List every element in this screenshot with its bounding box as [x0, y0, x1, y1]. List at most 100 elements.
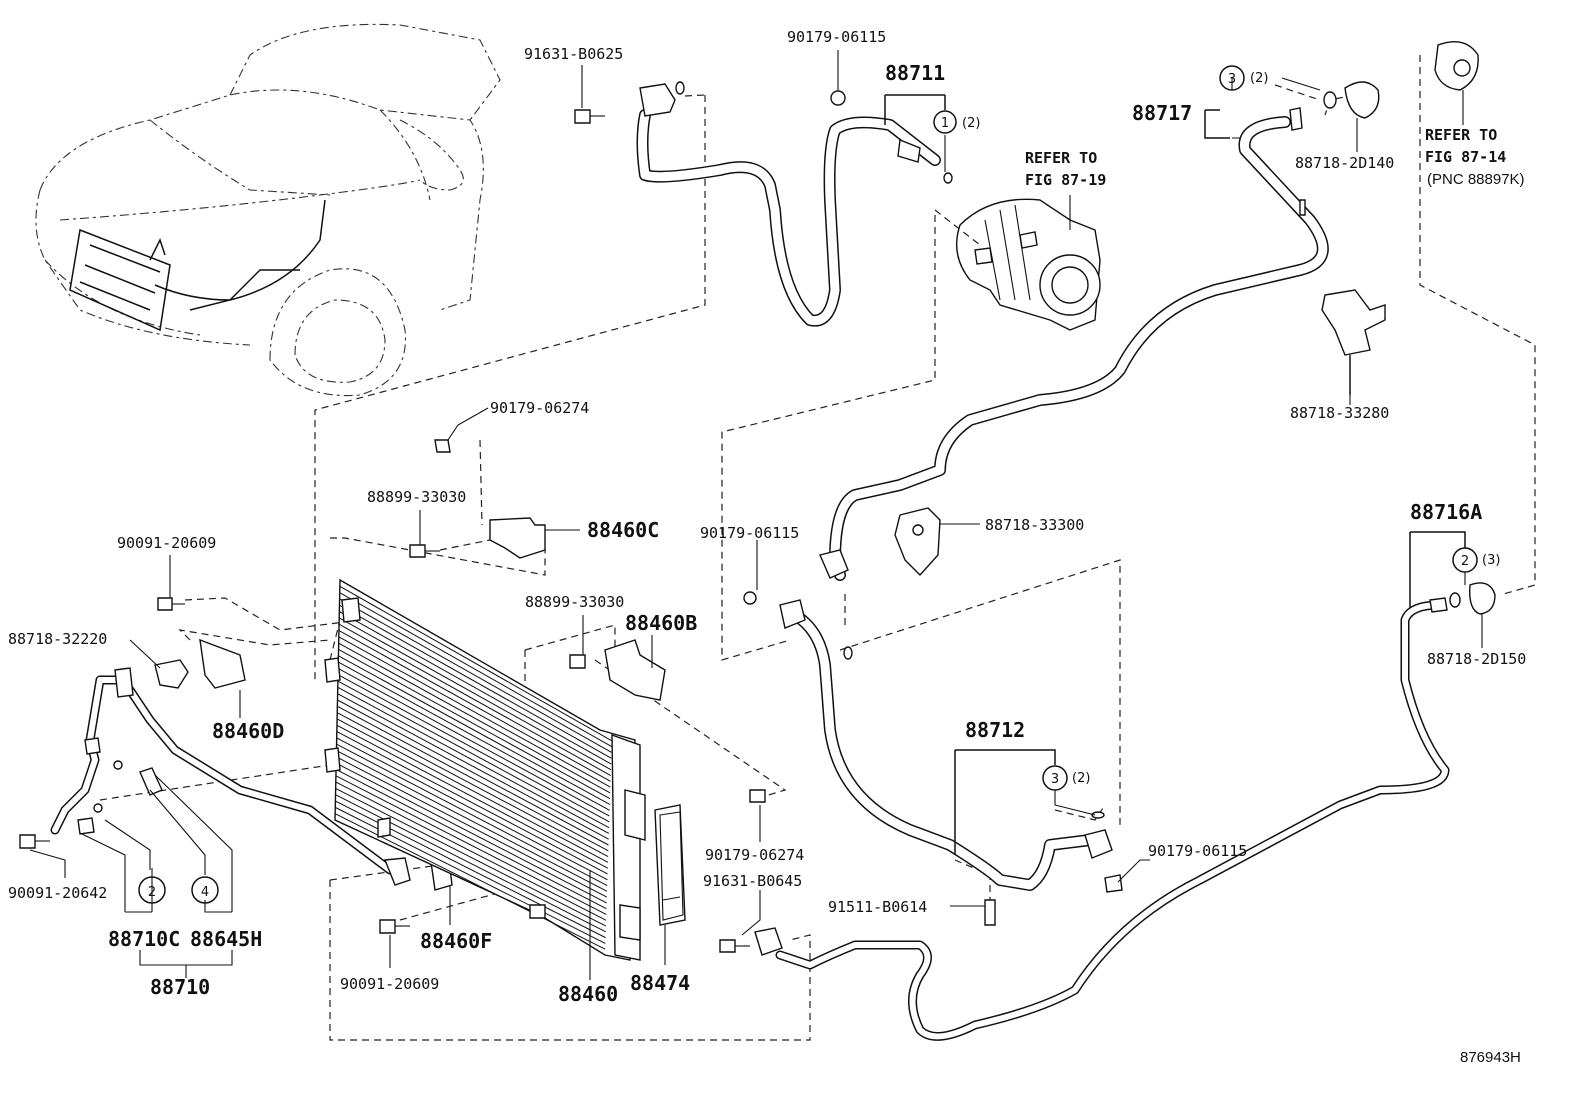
compressor-illustration [934, 198, 1101, 331]
callout-3b: 3 (2) [1042, 765, 1090, 791]
part-label-90091-20609-b: 90091-20609 [340, 975, 439, 993]
callout-3b-qty: (2) [1072, 771, 1090, 786]
part-label-88460: 88460 [558, 982, 618, 1006]
condenser-fin-line [336, 724, 608, 869]
part-labels: 91631-B0625 90179-06115 88711 88717 8871… [8, 28, 1526, 1006]
condenser-fin-line [337, 712, 609, 858]
part-label-88717: 88717 [1132, 101, 1192, 125]
receiver-reference-note: REFER TO FIG 87-14 (PNC 88897K) [1425, 126, 1525, 188]
compressor-ref-line2: FIG 87-19 [1025, 171, 1106, 189]
part-label-88474: 88474 [630, 971, 690, 995]
part-label-88899-33030-b: 88899-33030 [525, 593, 624, 611]
part-label-91511-B0614: 91511-B0614 [828, 898, 927, 916]
part-label-88718-2D140: 88718-2D140 [1295, 154, 1394, 172]
part-label-88718-33300: 88718-33300 [985, 516, 1084, 534]
condenser-fin-line [338, 649, 611, 800]
condenser-fin-line [337, 693, 609, 840]
part-label-88711: 88711 [885, 61, 945, 85]
part-label-91631-B0645: 91631-B0645 [703, 872, 802, 890]
compressor-reference-note: REFER TO FIG 87-19 [1025, 149, 1106, 189]
condenser-fin-line [335, 787, 607, 927]
receiver-ref-line3: (PNC 88897K) [1427, 171, 1525, 188]
part-label-90179-06115-low: 90179-06115 [1148, 842, 1247, 860]
callout-1-number: 1 [941, 116, 949, 131]
compressor-ref-line1: REFER TO [1025, 149, 1097, 167]
condenser-fin-line [335, 775, 607, 915]
condenser-fin-line [338, 617, 612, 771]
condenser-fin-line [338, 661, 610, 811]
part-label-88712: 88712 [965, 718, 1025, 742]
part-label-88718-2D150: 88718-2D150 [1427, 650, 1526, 668]
receiver-ref-line1: REFER TO [1425, 126, 1497, 144]
figure-number: 876943H [1460, 1049, 1521, 1066]
callout-4: 4 [191, 876, 219, 904]
part-label-88460F: 88460F [420, 929, 492, 953]
hose-88711 [636, 109, 941, 327]
condenser-fin-line [337, 667, 610, 817]
condenser-fin-line [338, 623, 611, 776]
callout-3a-number: 3 [1228, 72, 1236, 87]
condenser-fin-line [339, 611, 612, 765]
condenser-fin-line [335, 769, 607, 910]
condenser-fin-line [336, 718, 609, 863]
condenser-fin-line [338, 636, 611, 788]
part-label-90091-20609-a: 90091-20609 [117, 534, 216, 552]
callout-3b-number: 3 [1051, 772, 1059, 787]
part-label-88718-32220: 88718-32220 [8, 630, 107, 648]
part-label-90091-20642: 90091-20642 [8, 884, 107, 902]
callout-2a-number: 2 [1461, 554, 1469, 569]
condenser-fin-line [335, 781, 607, 921]
condenser-fin-line [337, 699, 609, 846]
condenser-fins [334, 585, 613, 950]
condenser-fin-line [339, 598, 612, 753]
part-label-88899-33030-a: 88899-33030 [367, 488, 466, 506]
part-label-88710: 88710 [150, 975, 210, 999]
condenser-fin-line [335, 762, 607, 904]
part-label-88718-33280: 88718-33280 [1290, 404, 1389, 422]
callout-2a: 2 (3) [1452, 547, 1500, 573]
callout-4-number: 4 [201, 885, 209, 900]
part-label-90179-06274-low: 90179-06274 [705, 846, 804, 864]
hose-88712 [789, 609, 1096, 891]
part-label-88460C: 88460C [587, 518, 659, 542]
part-label-88710C: 88710C [108, 927, 180, 951]
condenser-fin-line [338, 630, 611, 782]
condenser-fin-line [337, 686, 610, 834]
pipe-88716A [775, 600, 1450, 1041]
condenser-fin-line [336, 737, 608, 881]
condenser-fin-line [335, 794, 606, 933]
condenser-fin-line [337, 680, 610, 829]
condenser-fin-line [336, 750, 608, 892]
fittings [19, 41, 1496, 956]
receiver-ref-line2: FIG 87-14 [1425, 148, 1506, 166]
part-label-91631-B0625: 91631-B0625 [524, 45, 623, 63]
condenser-fin-line [338, 655, 611, 805]
callout-2b-number: 2 [148, 885, 156, 900]
pipe-88717 [829, 116, 1329, 581]
part-label-88460B: 88460B [625, 611, 697, 635]
condenser-fin-line [337, 705, 609, 852]
part-label-90179-06115-mid: 90179-06115 [700, 524, 799, 542]
condenser-fin-line [337, 674, 610, 823]
condenser-fin-line [339, 592, 612, 748]
callout-3a: 3 (2) [1219, 65, 1321, 91]
part-label-88460D: 88460D [212, 719, 284, 743]
callout-2b: 2 [138, 876, 166, 904]
assembly-reference-lines [99, 55, 1536, 1041]
condenser-fin-line [339, 604, 612, 759]
condenser-fin-line [339, 585, 613, 742]
condenser-fin-line [336, 743, 608, 886]
condenser-illustration [324, 578, 646, 961]
callout-2a-qty: (3) [1482, 553, 1500, 568]
receiver-panel-illustration [654, 804, 686, 926]
part-label-88716A: 88716A [1410, 500, 1482, 524]
part-label-90179-06115-top: 90179-06115 [787, 28, 886, 46]
callout-1: 1 (2) [933, 110, 980, 134]
pipe-88710 [50, 675, 395, 875]
callout-1-qty: (2) [962, 116, 980, 131]
part-label-90179-06274-top: 90179-06274 [490, 399, 589, 417]
vehicle-outline-illustration [35, 23, 501, 397]
leader-lines [29, 50, 1483, 980]
condenser-fin-line [336, 731, 608, 875]
